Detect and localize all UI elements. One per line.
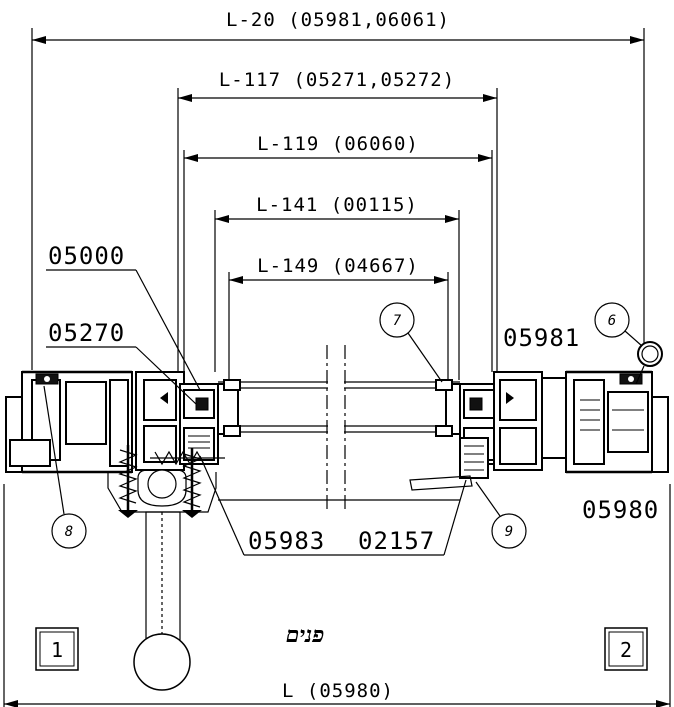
svg-text:05980: 05980 (582, 496, 659, 524)
svg-text:05981: 05981 (503, 324, 580, 352)
dim-l-149-label: L-149 (04667) (257, 255, 419, 277)
svg-text:05270: 05270 (48, 319, 125, 347)
svg-text:6: 6 (608, 313, 616, 329)
svg-text:05983: 05983 (248, 527, 325, 555)
label-05980: 05980 (582, 496, 659, 524)
dimension-l-149: L-149 (04667) (228, 255, 449, 382)
label-05270: 05270 (46, 319, 197, 405)
svg-text:1: 1 (51, 638, 63, 662)
interior-label: פנים (286, 622, 325, 648)
dimension-l-117: L-117 (05271,05272) (177, 69, 498, 372)
box-1: 1 (35, 627, 79, 671)
dim-l-141-label: L-141 (00115) (256, 194, 418, 216)
svg-text:05000: 05000 (48, 242, 125, 270)
svg-text:02157: 02157 (358, 527, 435, 555)
dim-l-20-label: L-20 (05981,06061) (226, 9, 450, 31)
label-05000: 05000 (46, 242, 201, 391)
label-05981: 05981 (503, 324, 580, 352)
svg-text:2: 2 (620, 638, 632, 662)
label-05983: 05983 (199, 455, 444, 556)
dimension-l: L (05980) (3, 484, 671, 707)
callout-9: 9 (475, 481, 527, 549)
right-sash-profile (409, 379, 501, 491)
dim-l-label: L (05980) (282, 680, 394, 702)
left-sash-profile (179, 379, 241, 465)
right-frame-profile (493, 370, 669, 474)
left-frame-profile (5, 370, 185, 474)
svg-text:7: 7 (393, 313, 402, 329)
callout-8: 8 (43, 385, 87, 549)
svg-text:9: 9 (505, 524, 513, 540)
dimension-l-20: L-20 (05981,06061) (31, 9, 645, 370)
dim-l-119-label: L-119 (06060) (257, 133, 419, 155)
box-2: 2 (604, 627, 648, 671)
label-02157: 02157 (358, 479, 467, 556)
callout-7: 7 (379, 302, 443, 383)
callout-6: 6 (594, 302, 663, 385)
dim-l-117-label: L-117 (05271,05272) (219, 69, 455, 91)
handle (107, 469, 217, 691)
dimension-l-119: L-119 (06060) (183, 133, 493, 372)
svg-text:8: 8 (65, 524, 73, 540)
dimension-l-141: L-141 (00115) (214, 194, 460, 380)
glazing-panel (218, 345, 460, 510)
